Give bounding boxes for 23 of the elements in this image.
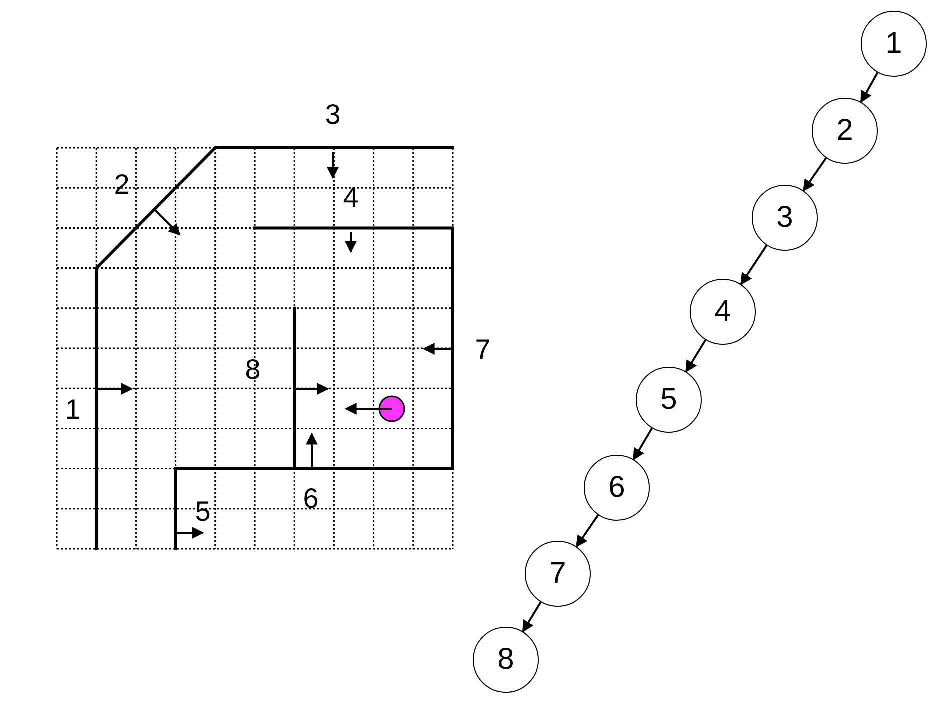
arrow	[740, 245, 768, 286]
wall-number: 3	[325, 101, 341, 129]
arrow	[685, 340, 707, 373]
node-number: 7	[550, 559, 566, 589]
wall-number: 4	[343, 184, 359, 212]
node-number: 8	[498, 645, 514, 675]
arrow	[860, 72, 879, 104]
wall-number: 1	[65, 396, 81, 424]
arrow	[522, 602, 542, 633]
node-number: 4	[714, 297, 732, 327]
node-number: 5	[660, 385, 678, 415]
node-number: 1	[886, 29, 902, 59]
arrow	[632, 428, 654, 461]
wall-number: 5	[195, 498, 211, 526]
wall-number: 6	[303, 485, 319, 513]
node-number: 3	[776, 203, 794, 233]
wall-number: 8	[245, 356, 261, 384]
node-number: 2	[836, 116, 854, 146]
arrow	[802, 158, 828, 192]
node-number: 6	[608, 473, 626, 503]
arrow	[576, 514, 600, 548]
wall-number: 2	[114, 171, 130, 199]
wall-number: 7	[475, 336, 491, 364]
